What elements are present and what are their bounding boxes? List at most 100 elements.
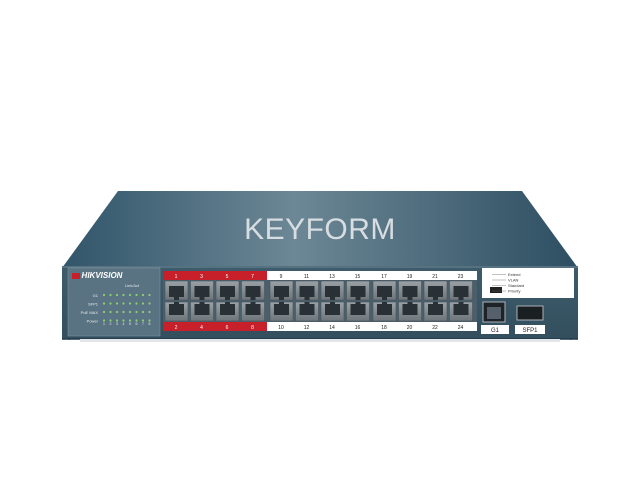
port-number-bottom: 4 bbox=[200, 325, 203, 331]
port-socket bbox=[220, 286, 235, 297]
uplink-label-g1-bg bbox=[481, 325, 509, 334]
port-latch bbox=[433, 297, 438, 300]
port-number-top: 7 bbox=[251, 274, 254, 280]
port-label-strip-bottom bbox=[267, 322, 477, 331]
port-latch bbox=[382, 297, 387, 300]
port-latch bbox=[279, 302, 284, 305]
status-led bbox=[109, 302, 112, 305]
status-led bbox=[141, 302, 145, 305]
status-led bbox=[115, 302, 119, 305]
port-socket bbox=[299, 286, 315, 297]
led-number: 7 bbox=[142, 322, 144, 326]
led-row-label: G1 bbox=[93, 293, 99, 298]
status-led bbox=[115, 293, 119, 297]
port-latch bbox=[433, 302, 438, 305]
brand-top-text: KEYFORM bbox=[244, 213, 396, 246]
status-led bbox=[141, 319, 145, 322]
uplink-label-sfp-bg bbox=[515, 325, 545, 334]
status-led bbox=[115, 319, 119, 322]
port-number-bottom: 24 bbox=[458, 325, 464, 331]
port-number-bottom: 8 bbox=[251, 325, 254, 331]
port-number-bottom: 18 bbox=[381, 325, 387, 331]
sfp1-label: SFP1 bbox=[522, 328, 538, 334]
sfp1-port[interactable] bbox=[516, 305, 544, 321]
port-socket bbox=[194, 304, 210, 315]
status-led bbox=[102, 310, 106, 314]
status-led bbox=[115, 310, 119, 314]
port-socket bbox=[245, 304, 261, 315]
port-socket bbox=[169, 286, 184, 297]
port-number-bottom: 20 bbox=[407, 325, 413, 331]
port-latch bbox=[174, 302, 179, 305]
status-led bbox=[135, 310, 138, 314]
status-led bbox=[148, 310, 151, 314]
status-led bbox=[102, 302, 106, 305]
status-led bbox=[122, 293, 125, 297]
port-latch bbox=[304, 297, 310, 300]
led-row-label: PoE MAX bbox=[81, 310, 99, 315]
led-number: 5 bbox=[129, 322, 131, 326]
port-latch bbox=[199, 302, 205, 305]
led-row-label: Power bbox=[87, 319, 99, 324]
status-led bbox=[122, 319, 125, 322]
port-number-top: 3 bbox=[200, 274, 203, 280]
status-led bbox=[122, 310, 125, 314]
port-socket bbox=[453, 286, 469, 297]
port-socket bbox=[428, 304, 443, 315]
port-number-top: 21 bbox=[432, 274, 438, 280]
port-latch bbox=[225, 297, 230, 300]
led-number: 8 bbox=[149, 322, 151, 326]
port-socket bbox=[453, 304, 469, 315]
status-led bbox=[128, 310, 132, 314]
port-socket bbox=[220, 304, 235, 315]
port-latch bbox=[174, 297, 179, 300]
port-socket bbox=[169, 304, 184, 315]
status-led bbox=[109, 293, 112, 297]
port-socket bbox=[194, 286, 210, 297]
port-latch bbox=[458, 297, 464, 300]
status-led bbox=[141, 293, 145, 297]
port-socket bbox=[245, 286, 261, 297]
led-number: 2 bbox=[110, 322, 112, 326]
port-number-top: 19 bbox=[407, 274, 413, 280]
port-number-top: 11 bbox=[304, 274, 309, 280]
mode-panel bbox=[482, 268, 574, 298]
port-latch bbox=[330, 302, 335, 305]
status-led bbox=[141, 310, 145, 314]
status-led bbox=[109, 310, 112, 314]
poe-port-block-bottom-red bbox=[163, 322, 267, 331]
chassis-top bbox=[62, 191, 578, 268]
port-number-bottom: 14 bbox=[329, 325, 335, 331]
port-latch bbox=[330, 297, 335, 300]
brand-logo: HIKVISION bbox=[82, 271, 123, 280]
led-number: 1 bbox=[103, 322, 105, 326]
poe-port-block-top-red bbox=[163, 271, 267, 280]
led-row-label: SFP1 bbox=[88, 302, 99, 307]
port-number-bottom: 12 bbox=[304, 325, 310, 331]
status-led bbox=[102, 293, 106, 297]
port-socket bbox=[325, 286, 340, 297]
port-number-bottom: 2 bbox=[175, 325, 178, 331]
port-label-strip-top bbox=[267, 271, 477, 280]
port-number-top: 5 bbox=[226, 274, 229, 280]
led-number: 4 bbox=[123, 322, 125, 326]
status-led bbox=[128, 293, 132, 297]
mode-switch[interactable] bbox=[490, 287, 502, 293]
link-act-label: Link/Act bbox=[125, 283, 140, 288]
status-led bbox=[135, 319, 138, 322]
mode-label: Standard bbox=[508, 283, 524, 288]
port-socket bbox=[402, 304, 418, 315]
port-number-top: 23 bbox=[458, 274, 464, 280]
port-number-top: 15 bbox=[355, 274, 361, 280]
port-socket bbox=[350, 304, 366, 315]
status-led bbox=[135, 293, 138, 297]
port-socket bbox=[428, 286, 443, 297]
port-socket bbox=[402, 286, 418, 297]
port-latch bbox=[355, 302, 361, 305]
port-number-bottom: 10 bbox=[278, 325, 284, 331]
port-number-bottom: 22 bbox=[432, 325, 438, 331]
mode-label: VLAN bbox=[508, 278, 519, 283]
port-socket bbox=[299, 304, 315, 315]
port-latch bbox=[407, 297, 413, 300]
